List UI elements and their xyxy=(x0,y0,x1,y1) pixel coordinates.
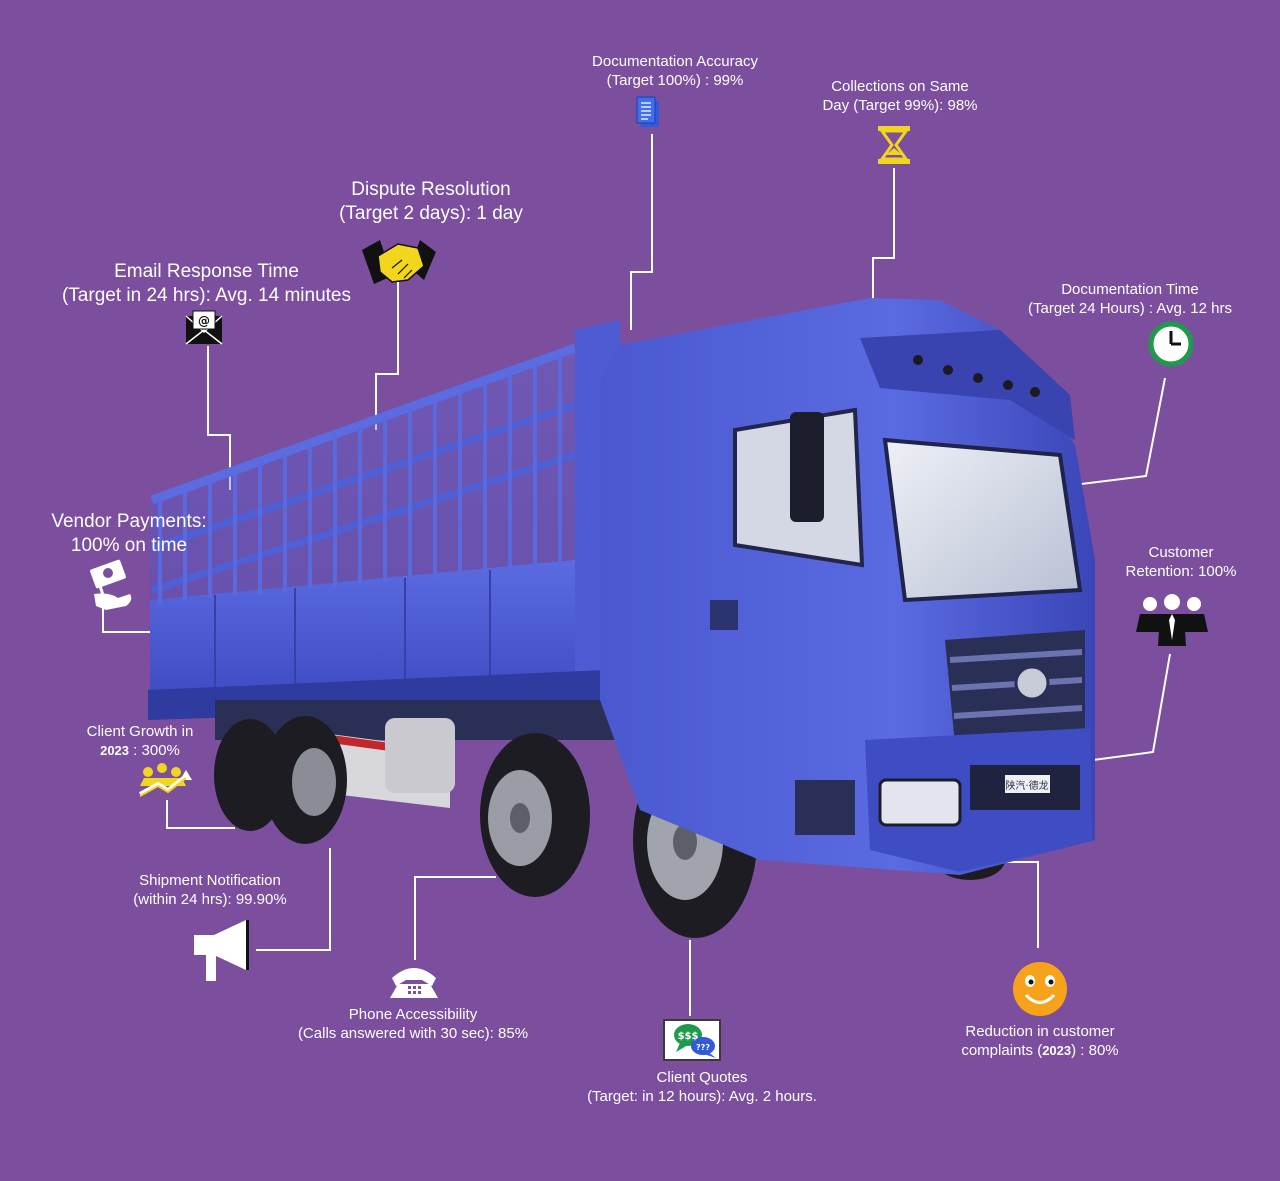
kpi-value: 2023 : 300% xyxy=(70,741,210,760)
connector-lines xyxy=(102,134,1171,1016)
kpi-complaint-reduction: Reduction in customer complaints (2023) … xyxy=(930,1022,1150,1060)
kpi-value: 100% on time xyxy=(70,535,188,557)
svg-text:???: ??? xyxy=(696,1043,710,1052)
kpi-value: Day (Target 99%): 98% xyxy=(822,97,978,115)
kpi-year: 2023 xyxy=(100,743,130,759)
megaphone-icon xyxy=(194,920,249,981)
kpi-value: complaints (2023) : 80% xyxy=(930,1041,1150,1060)
kpi-title: Shipment Notification xyxy=(139,872,281,889)
connector-growth xyxy=(166,800,235,829)
kpi-vendor-payments: Vendor Payments: 100% on time xyxy=(30,510,228,559)
connector-shipment xyxy=(256,848,331,951)
kpi-value: (Target 2 days): 1 day xyxy=(339,203,523,225)
kpi-title: Vendor Payments: xyxy=(51,511,207,532)
connector-retention xyxy=(1077,653,1171,763)
kpi-shipment-notification: Shipment Notification (within 24 hrs): 9… xyxy=(110,871,310,909)
kpi-title: Collections on Same xyxy=(831,78,969,95)
payment-hand-icon xyxy=(90,559,132,610)
svg-text:@: @ xyxy=(198,314,210,328)
kpi-phone-accessibility: Phone Accessibility (Calls answered with… xyxy=(283,1005,543,1043)
kpi-value: Retention: 100% xyxy=(1125,563,1237,581)
kpi-dispute-resolution: Dispute Resolution (Target 2 days): 1 da… xyxy=(300,178,562,227)
cab: 陕汽·德龙 xyxy=(600,298,1095,875)
connector-email xyxy=(207,346,231,490)
kpi-client-quotes: Client Quotes (Target: in 12 hours): Avg… xyxy=(572,1068,832,1106)
kpi-value: (Calls answered with 30 sec): 85% xyxy=(297,1025,529,1043)
smiley-icon xyxy=(1013,962,1067,1016)
handshake-icon xyxy=(362,240,436,284)
truck-plate: 陕汽·德龙 xyxy=(1005,779,1048,792)
team-icon xyxy=(1136,594,1208,646)
kpi-value-suffix: : 300% xyxy=(129,742,180,760)
connector-collections xyxy=(872,168,895,310)
hourglass-icon xyxy=(878,126,910,164)
kpi-title: Documentation Accuracy xyxy=(592,53,758,70)
kpi-value-suffix: ) : 80% xyxy=(1071,1042,1119,1060)
connector-dispute xyxy=(375,282,399,430)
chat-quotes-icon: $$$ ??? xyxy=(663,1019,721,1061)
connector-vendor xyxy=(102,600,172,633)
kpi-value: (Target in 24 hrs): Avg. 14 minutes xyxy=(61,285,352,307)
kpi-value: (Target 24 Hours) : Avg. 12 hrs xyxy=(1028,300,1232,318)
kpi-year: 2023 xyxy=(1042,1043,1072,1059)
kpi-collections: Collections on Same Day (Target 99%): 98… xyxy=(800,77,1000,115)
kpi-value-prefix: complaints ( xyxy=(961,1042,1043,1060)
connector-doc-accuracy xyxy=(630,134,653,330)
kpi-title: Customer xyxy=(1148,544,1214,561)
kpi-value: (Target: in 12 hours): Avg. 2 hours. xyxy=(587,1088,817,1106)
kpi-title: Reduction in customer xyxy=(965,1023,1115,1040)
cargo-body xyxy=(148,320,620,720)
kpi-title: Client Quotes xyxy=(656,1069,748,1086)
kpi-documentation-accuracy: Documentation Accuracy (Target 100%) : 9… xyxy=(555,52,795,90)
truck: 陕汽·德龙 xyxy=(148,298,1095,938)
kpi-client-growth: Client Growth in 2023 : 300% xyxy=(70,722,210,760)
kpi-value: (Target 100%) : 99% xyxy=(606,72,744,90)
growth-icon xyxy=(139,763,192,797)
email-icon: @ xyxy=(185,310,223,345)
kpi-title: Documentation Time xyxy=(1061,281,1199,298)
connector-doc-time xyxy=(1064,377,1166,487)
clock-icon xyxy=(1148,321,1194,367)
document-icon xyxy=(636,96,659,127)
kpi-title: Dispute Resolution xyxy=(351,179,511,200)
connector-phone xyxy=(414,876,496,960)
telephone-icon xyxy=(390,968,438,998)
kpi-documentation-time: Documentation Time (Target 24 Hours) : A… xyxy=(1010,280,1250,318)
svg-text:$$$: $$$ xyxy=(678,1031,699,1042)
kpi-customer-retention: Customer Retention: 100% xyxy=(1100,543,1262,581)
kpi-title: Phone Accessibility xyxy=(348,1006,478,1023)
kpi-title: Client Growth in xyxy=(86,723,194,740)
kpi-email-response: Email Response Time (Target in 24 hrs): … xyxy=(40,260,373,309)
kpi-value: (within 24 hrs): 99.90% xyxy=(133,891,287,909)
kpi-title: Email Response Time xyxy=(114,261,299,282)
